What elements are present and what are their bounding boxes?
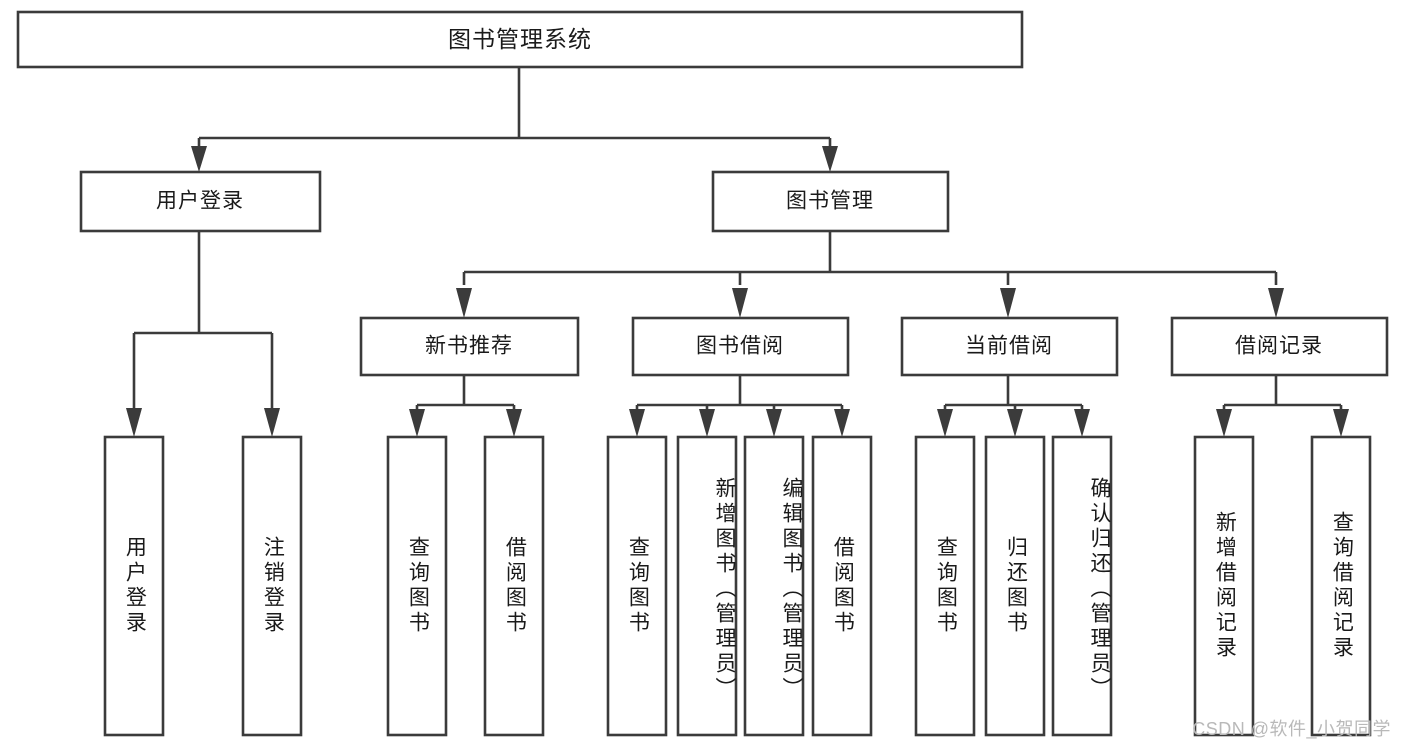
leaf-book-borrow-3[interactable] [811,435,873,737]
connector-group-user-login [126,231,280,437]
connector-group-current-borrow [937,375,1090,437]
node-book-borrow[interactable]: 图书借阅 [631,316,850,377]
leaf-book-borrow-1[interactable] [676,435,738,737]
connector-group-borrow-record [1216,375,1349,437]
leaf-current-borrow-2[interactable] [1051,435,1113,737]
connector-group-book-borrow [629,375,850,437]
leaf-current-borrow-1[interactable] [984,435,1046,737]
node-new-book-recommend[interactable]: 新书推荐 [359,316,580,377]
connector-group-root [191,67,838,172]
node-user-login[interactable]: 用户登录 [79,170,322,233]
leaf-new-book-0[interactable] [386,435,448,737]
leaf-user-login-0[interactable] [103,435,165,737]
node-book-management[interactable]: 图书管理 [711,170,950,233]
node-root[interactable]: 图书管理系统 [16,10,1024,69]
node-book-borrow-label: 图书借阅 [696,335,784,358]
leaf-new-book-1[interactable] [483,435,545,737]
leaf-user-login-1[interactable] [241,435,303,737]
connector-group-new-book [409,375,522,437]
leaf-borrow-record-1[interactable] [1310,435,1372,737]
node-root-label: 图书管理系统 [448,26,592,52]
node-current-borrow-label: 当前借阅 [965,335,1053,358]
watermark-text: CSDN @软件_小贺同学 [1192,719,1391,739]
node-new-book-recommend-label: 新书推荐 [425,335,513,358]
node-current-borrow[interactable]: 当前借阅 [900,316,1119,377]
node-user-login-label: 用户登录 [156,190,244,213]
node-book-management-label: 图书管理 [786,190,874,213]
leaf-current-borrow-0[interactable] [914,435,976,737]
leaf-borrow-record-0[interactable] [1193,435,1255,737]
leaf-book-borrow-2[interactable] [743,435,805,737]
connector-group-book-management [456,231,1284,318]
node-borrow-record-label: 借阅记录 [1235,335,1323,358]
node-borrow-record[interactable]: 借阅记录 [1170,316,1389,377]
leaf-book-borrow-0[interactable] [606,435,668,737]
